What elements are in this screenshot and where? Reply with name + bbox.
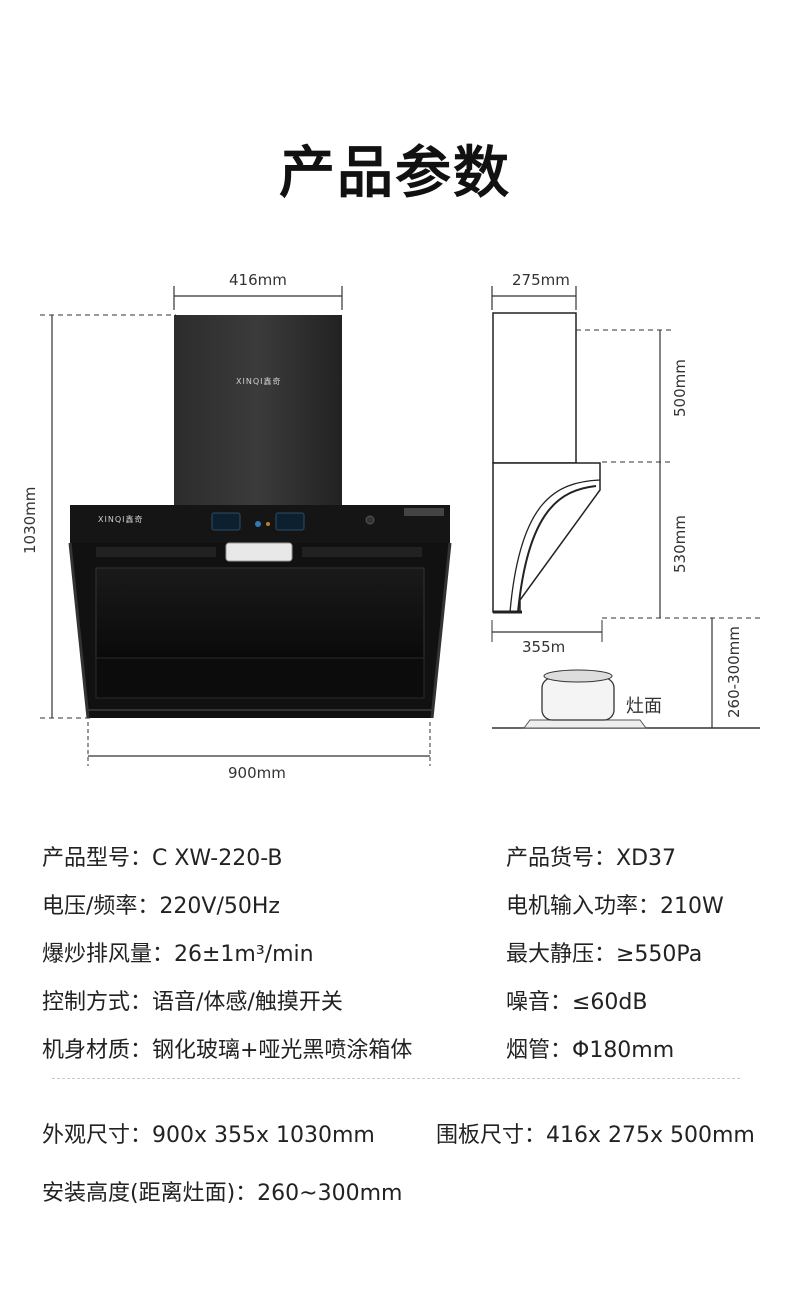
page-title: 产品参数: [279, 141, 511, 206]
divider: [52, 1078, 740, 1079]
stove-label: 灶面: [626, 696, 662, 717]
dim-side-width: 275mm: [512, 271, 570, 289]
dim-front-width: 416mm: [229, 271, 287, 289]
dim-upper-height: 500mm: [671, 359, 689, 417]
dim-total-height: 1030mm: [21, 486, 39, 554]
dim-install-gap: 260-300mm: [725, 626, 743, 718]
panel-logo: XINQI鑫奇: [98, 515, 144, 524]
chimney-logo: XINQI鑫奇: [236, 377, 282, 386]
dim-lower-height: 530mm: [671, 515, 689, 573]
dim-base-width: 900mm: [228, 764, 286, 782]
dim-side-depth: 355m: [522, 638, 566, 656]
